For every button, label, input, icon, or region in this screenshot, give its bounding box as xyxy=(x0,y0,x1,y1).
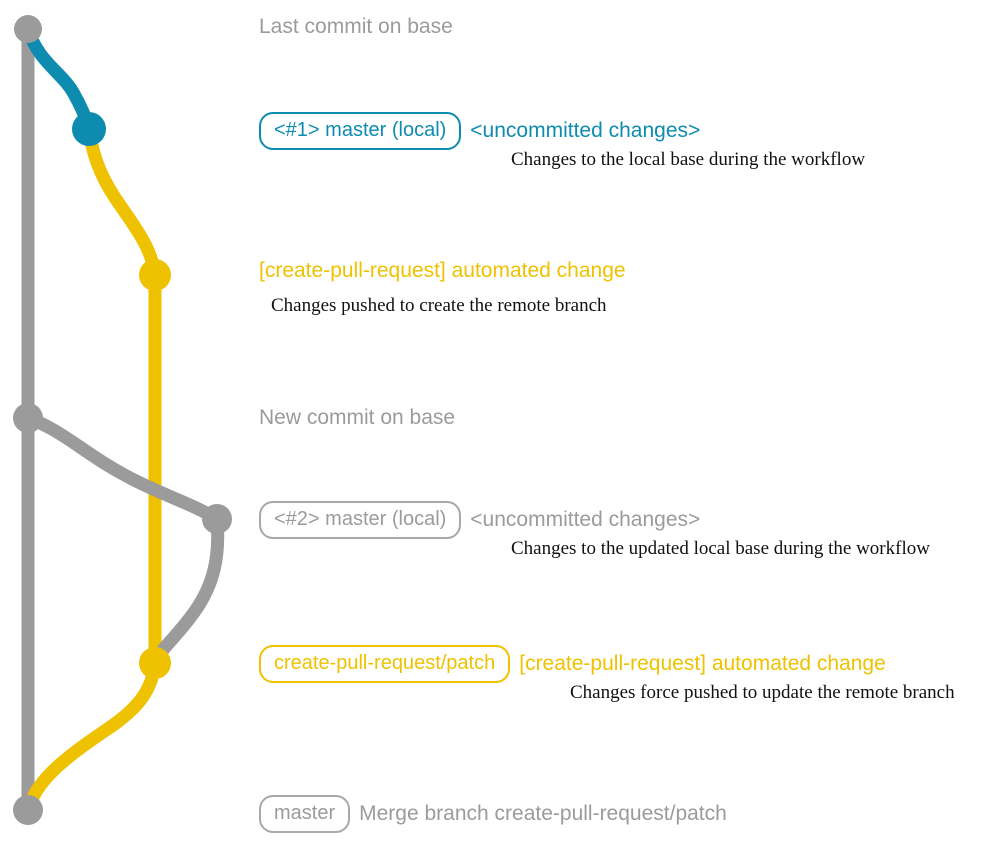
commit-row-base-2: New commit on base xyxy=(259,406,455,430)
commit-row-local-2: <#2> master (local) <uncommitted changes… xyxy=(259,501,700,539)
commit-note-local-1: Changes to the local base during the wor… xyxy=(511,149,866,170)
branch-badge-master-local-2[interactable]: <#2> master (local) xyxy=(259,501,462,539)
branch-badge-master-local-1[interactable]: <#1> master (local) xyxy=(259,112,462,150)
commit-note-local-2: Changes to the updated local base during… xyxy=(511,538,930,559)
commit-node-base-1[interactable] xyxy=(14,15,42,43)
commit-node-auto-1[interactable] xyxy=(139,259,171,291)
commit-node-local-1[interactable] xyxy=(72,112,106,146)
lane-merge xyxy=(21,656,162,817)
branch-badge-create-pull-request-patch[interactable]: create-pull-request/patch xyxy=(259,645,511,683)
commit-node-base-2[interactable] xyxy=(13,403,43,433)
commit-note-patch: Changes force pushed to update the remot… xyxy=(570,682,955,703)
commit-note-auto-1: Changes pushed to create the remote bran… xyxy=(271,295,607,316)
commit-node-local-2[interactable] xyxy=(202,504,232,534)
commit-subject-patch: [create-pull-request] automated change xyxy=(519,651,886,675)
commit-row-merge: master Merge branch create-pull-request/… xyxy=(259,795,727,833)
commit-node-merge[interactable] xyxy=(13,795,43,825)
commit-subject-base-2: New commit on base xyxy=(259,406,456,429)
commit-subject-base-1: Last commit on base xyxy=(259,15,453,38)
branch-badge-master[interactable]: master xyxy=(259,795,351,833)
commit-subject-local-1: <uncommitted changes> xyxy=(470,118,701,142)
commit-row-patch: create-pull-request/patch [create-pull-r… xyxy=(259,645,886,683)
lane-remote-upper xyxy=(82,122,162,282)
commit-subject-auto-1: [create-pull-request] automated change xyxy=(259,259,626,282)
commit-node-patch[interactable] xyxy=(139,647,171,679)
commit-subject-local-2: <uncommitted changes> xyxy=(470,507,701,531)
commit-row-local-1: <#1> master (local) <uncommitted changes… xyxy=(259,112,700,150)
commit-row-auto-1: [create-pull-request] automated change xyxy=(259,259,626,283)
commit-subject-merge: Merge branch create-pull-request/patch xyxy=(359,801,727,825)
commit-row-base-1: Last commit on base xyxy=(259,15,453,39)
lane-local-2 xyxy=(21,411,224,526)
